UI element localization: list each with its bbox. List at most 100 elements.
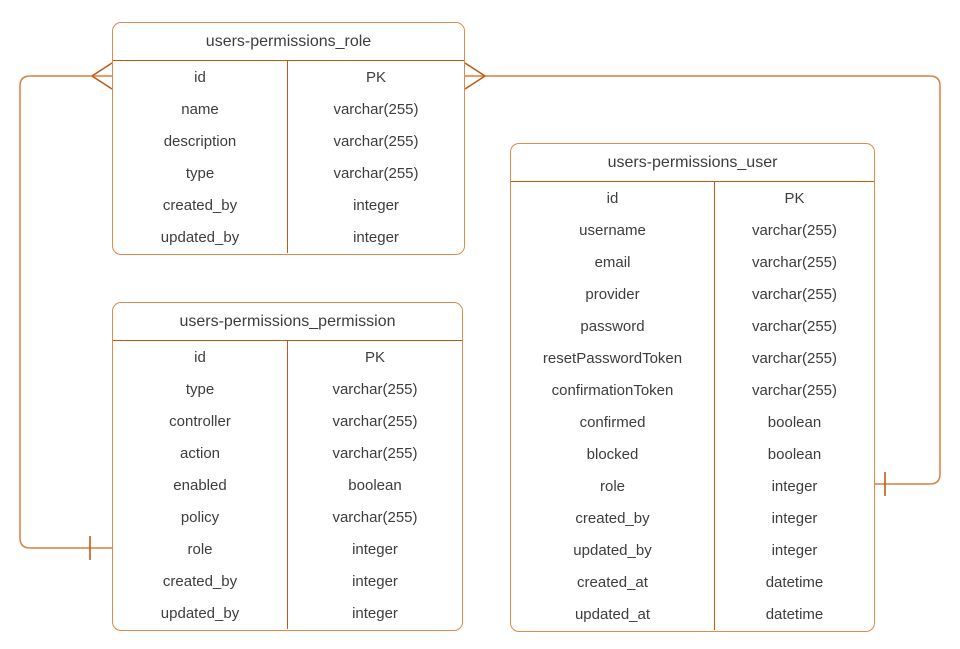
table-row: provider varchar(255): [511, 278, 874, 310]
table-row: role integer: [511, 470, 874, 502]
entity-users-permissions-user[interactable]: users-permissions_user id PK username varch…: [510, 143, 875, 632]
field-type: varchar(255): [332, 508, 418, 526]
table-row: controller varchar(255): [113, 405, 462, 437]
field-type: varchar(255): [333, 164, 419, 182]
field-name: type: [113, 373, 288, 405]
field-type: varchar(255): [751, 317, 838, 335]
field-type: varchar(255): [333, 132, 419, 150]
field-type: integer: [771, 509, 818, 527]
field-name: username: [511, 214, 715, 246]
field-name: blocked: [511, 438, 715, 470]
field-name: resetPasswordToken: [511, 342, 715, 374]
table-title: users-permissions_role: [113, 23, 464, 61]
table-row: updated_by integer: [511, 534, 874, 566]
field-type: PK: [784, 189, 805, 207]
field-type: integer: [353, 228, 399, 246]
field-type: varchar(255): [332, 380, 418, 398]
field-name: provider: [511, 278, 715, 310]
field-name: description: [113, 125, 288, 157]
table-row: confirmed boolean: [511, 406, 874, 438]
field-name: controller: [113, 405, 288, 437]
field-name: policy: [113, 501, 288, 533]
field-name: confirmationToken: [511, 374, 715, 406]
table-title: users-permissions_permission: [113, 303, 462, 341]
table-row: created_by integer: [511, 502, 874, 534]
table-row: resetPasswordToken varchar(255): [511, 342, 874, 374]
table-body: id PK type varchar(255) controller varchar(25…: [113, 341, 462, 630]
field-type: integer: [352, 604, 398, 622]
table-row: id PK: [113, 341, 462, 373]
table-row: type varchar(255): [113, 157, 464, 189]
table-row: type varchar(255): [113, 373, 462, 405]
field-name: updated_by: [511, 534, 715, 566]
field-name: password: [511, 310, 715, 342]
field-type: integer: [353, 196, 399, 214]
table-body: id PK name varchar(255) description varchar(2…: [113, 61, 464, 254]
table-row: policy varchar(255): [113, 501, 462, 533]
field-type: varchar(255): [333, 100, 419, 118]
table-row: created_by integer: [113, 565, 462, 597]
field-type: boolean: [767, 413, 822, 431]
table-row: email varchar(255): [511, 246, 874, 278]
field-name: id: [113, 341, 288, 373]
field-name: id: [113, 61, 288, 93]
field-name: created_by: [113, 565, 288, 597]
field-type: boolean: [348, 476, 402, 494]
field-name: role: [113, 533, 288, 565]
table-title: users-permissions_user: [511, 144, 874, 182]
table-row: blocked boolean: [511, 438, 874, 470]
field-name: created_by: [511, 502, 715, 534]
field-name: type: [113, 157, 288, 189]
field-name: name: [113, 93, 288, 125]
table-body: id PK username varchar(255) email varchar(255…: [511, 182, 874, 631]
table-row: updated_at datetime: [511, 598, 874, 630]
field-name: confirmed: [511, 406, 715, 438]
field-type: varchar(255): [751, 349, 838, 367]
table-row: role integer: [113, 533, 462, 565]
relationship-role-to-user-line: [465, 75, 941, 485]
field-type: integer: [352, 572, 398, 590]
table-row: description varchar(255): [113, 125, 464, 157]
field-type: varchar(255): [751, 253, 838, 271]
field-type: integer: [771, 541, 818, 559]
table-row: id PK: [113, 61, 464, 93]
entity-users-permissions-permission[interactable]: users-permissions_permission id PK type var…: [112, 302, 463, 631]
field-name: role: [511, 470, 715, 502]
field-type: varchar(255): [332, 412, 418, 430]
field-type: integer: [352, 540, 398, 558]
field-name: updated_by: [113, 597, 288, 629]
field-type: varchar(255): [751, 221, 838, 239]
table-row: action varchar(255): [113, 437, 462, 469]
table-row: id PK: [511, 182, 874, 214]
relationship-role-to-permission-line: [19, 75, 112, 549]
field-name: email: [511, 246, 715, 278]
field-type: varchar(255): [751, 285, 838, 303]
table-row: updated_by integer: [113, 221, 464, 253]
table-row: created_at datetime: [511, 566, 874, 598]
table-row: created_by integer: [113, 189, 464, 221]
field-type: PK: [364, 348, 385, 366]
table-row: password varchar(255): [511, 310, 874, 342]
table-row: enabled boolean: [113, 469, 462, 501]
field-type: datetime: [765, 573, 824, 591]
field-name: updated_by: [113, 221, 288, 253]
field-name: id: [511, 182, 715, 214]
field-name: updated_at: [511, 598, 715, 630]
field-type: PK: [365, 68, 386, 86]
entity-users-permissions-role[interactable]: users-permissions_role id PK name varchar(2…: [112, 22, 465, 255]
field-name: created_at: [511, 566, 715, 598]
field-type: varchar(255): [332, 444, 418, 462]
table-row: updated_by integer: [113, 597, 462, 629]
table-row: name varchar(255): [113, 93, 464, 125]
crows-foot-many-marker: [91, 62, 113, 90]
field-type: integer: [771, 477, 818, 495]
field-name: created_by: [113, 189, 288, 221]
field-type: datetime: [765, 605, 824, 623]
field-name: enabled: [113, 469, 288, 501]
field-name: action: [113, 437, 288, 469]
field-type: boolean: [767, 445, 822, 463]
crows-foot-many-marker: [464, 62, 486, 90]
